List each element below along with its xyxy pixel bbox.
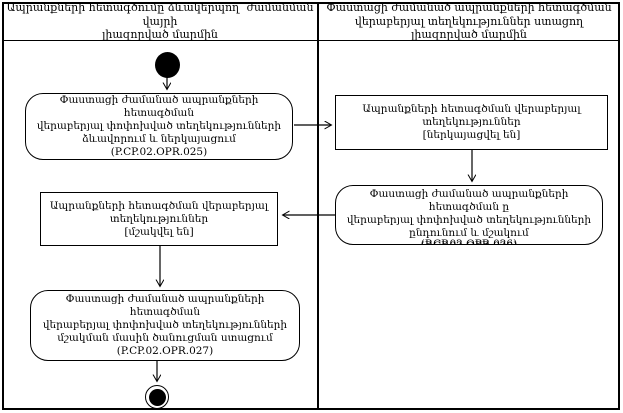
final-node-inner-dot <box>148 388 166 406</box>
action-node-opr-026-clipped-line: (P.CP.02.OPR.026) <box>420 238 518 245</box>
action-node-opr-025: Փաստացի ժամանած ապրանքների հետագծման վեր… <box>25 93 293 160</box>
action-node-opr-027: Փաստացի ժամանած ապրանքների հետագծման վեր… <box>30 290 300 361</box>
swimlane-divider-line <box>317 2 319 410</box>
lane-header-left: Ապրանքների հետագծումը ձևակերպող՝ ժամանմա… <box>6 1 314 42</box>
initial-node-icon <box>155 52 180 78</box>
action-node-opr-026: Փաստացի ժամանած ապրանքների հետագծման ը վ… <box>335 185 603 245</box>
lane-header-divider-line <box>2 40 620 41</box>
lane-header-right: Փաստացի ժամանած ապրանքների հետագծման վեր… <box>326 1 612 42</box>
object-node-info-presented: Ապրանքների հետագծման վերաբերյալ տեղեկութ… <box>335 95 608 150</box>
object-node-info-processed: Ապրանքների հետագծման վերաբերյալ տեղեկութ… <box>40 192 278 246</box>
final-node-icon <box>145 385 169 409</box>
action-node-opr-026-label: Փաստացի ժամանած ապրանքների հետագծման ը վ… <box>346 188 592 244</box>
